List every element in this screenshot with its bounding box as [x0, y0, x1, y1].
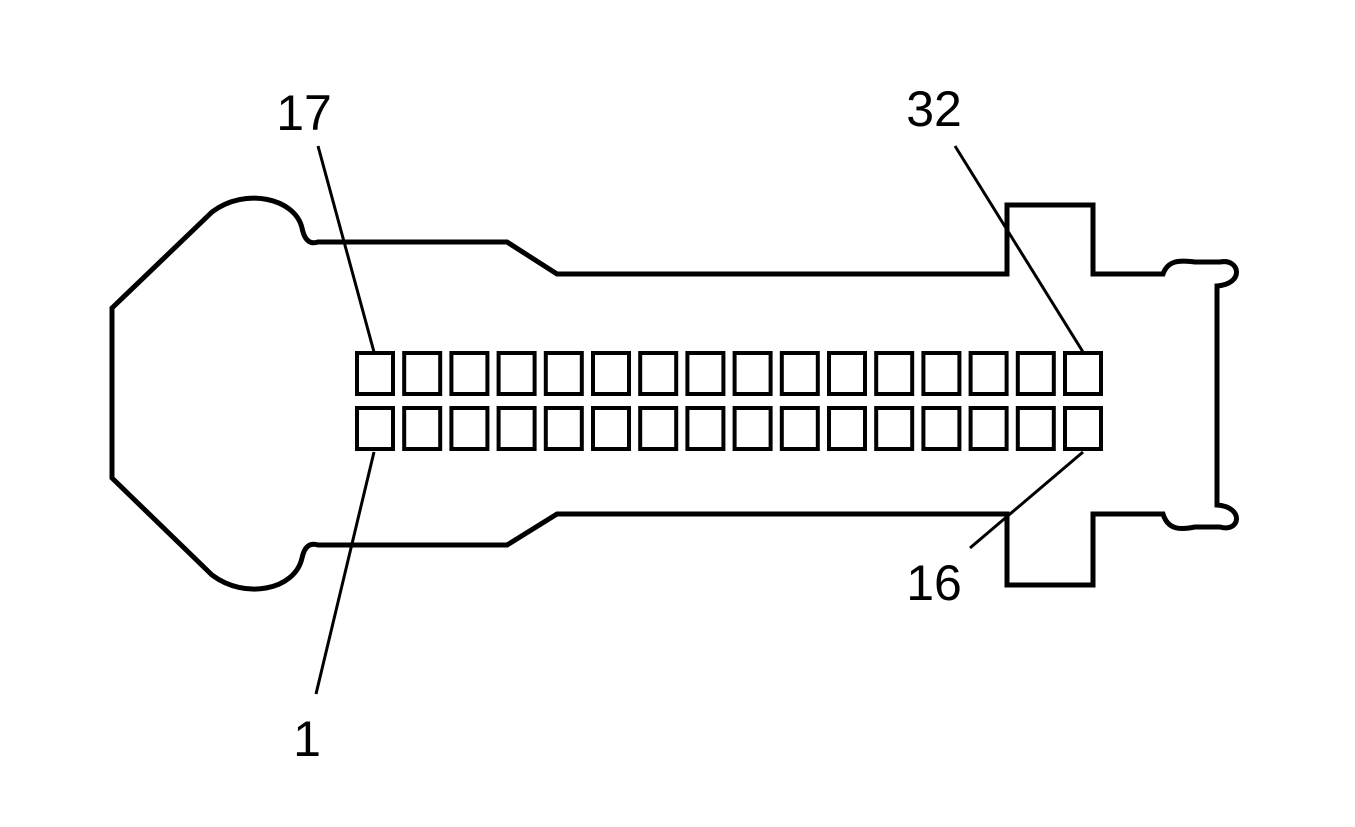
- pin-cavity-4: [496, 406, 537, 451]
- pin-cavity-16: [1063, 406, 1103, 451]
- pin-cavity-29: [921, 351, 962, 396]
- pin-cavity-2: [402, 406, 443, 451]
- pin-cavity-7: [638, 406, 679, 451]
- pin-cavity-18: [402, 351, 443, 396]
- pin-cavity-21: [543, 351, 584, 396]
- pin-cavity-13: [921, 406, 962, 451]
- callout-1: 1: [293, 711, 321, 767]
- callout-16: 16: [906, 555, 962, 611]
- pin-cavity-5: [543, 406, 584, 451]
- pin-cavity-30: [968, 351, 1009, 396]
- pin-cavity-3: [449, 406, 490, 451]
- pin-cavity-23: [638, 351, 679, 396]
- pin-cavity-10: [779, 406, 820, 451]
- pin-cavity-9: [732, 406, 773, 451]
- pin-cavity-22: [591, 351, 631, 396]
- leader-line-17: [316, 145, 376, 353]
- pin-cavity-8: [685, 406, 726, 451]
- callout-32: 32: [906, 81, 962, 137]
- pin-cavity-32: [1063, 351, 1103, 396]
- connector-body-outline: [109, 195, 1239, 592]
- pin-cavity-14: [968, 406, 1009, 451]
- pin-cavity-1: [355, 406, 395, 451]
- pin-cavity-27: [827, 351, 867, 396]
- pin-cavity-24: [685, 351, 726, 396]
- pin-row-bottom: [355, 406, 1103, 451]
- pin-cavity-19: [449, 351, 490, 396]
- leader-line-32: [953, 145, 1085, 353]
- pin-cavity-11: [827, 406, 867, 451]
- pin-cavity-15: [1015, 406, 1056, 451]
- pin-cavity-28: [874, 351, 915, 396]
- pin-row-top: [355, 351, 1103, 396]
- pin-cavity-6: [591, 406, 631, 451]
- pin-cavity-31: [1015, 351, 1056, 396]
- pin-cavity-17: [355, 351, 395, 396]
- pin-cavity-20: [496, 351, 537, 396]
- leader-line-16: [969, 450, 1084, 550]
- leader-line-1: [314, 451, 376, 695]
- pin-cavity-12: [874, 406, 915, 451]
- callout-17: 17: [276, 85, 332, 141]
- pin-cavity-26: [779, 351, 820, 396]
- pin-cavity-25: [732, 351, 773, 396]
